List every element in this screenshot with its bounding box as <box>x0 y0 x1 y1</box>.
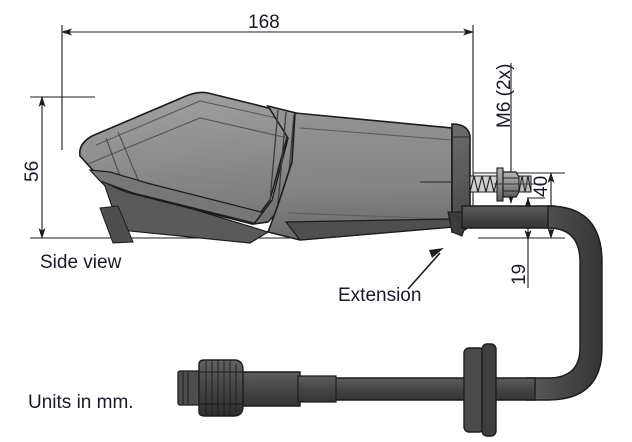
cable-assembly <box>177 205 603 437</box>
cable-jacket-taper <box>297 375 337 403</box>
units-note-label: Units in mm. <box>28 392 134 413</box>
side-view-label: Side view <box>40 252 122 273</box>
dim-label-m6: M6 (2x) <box>494 63 515 128</box>
housing-mount-tab <box>99 205 134 244</box>
extension-callout-label: Extension <box>338 285 422 306</box>
dim-label-56: 56 <box>22 160 43 182</box>
sensor-housing <box>78 91 471 244</box>
connector-pin-block <box>177 370 201 406</box>
body-seam-top <box>299 127 453 141</box>
grommet-body <box>463 347 485 433</box>
body-seam-bottom <box>287 212 453 220</box>
housing-joint-line-1 <box>269 109 279 202</box>
bolt-thread-marks <box>469 175 499 193</box>
dim-label-168: 168 <box>248 12 280 33</box>
dim-label-19: 19 <box>509 263 530 285</box>
housing-front-highlight <box>95 100 291 146</box>
housing-rib-1 <box>117 131 143 190</box>
housing-front-seam <box>87 117 289 165</box>
body-bottom-lip <box>284 218 453 241</box>
grommet-flange <box>481 343 497 437</box>
m12-connector <box>177 359 244 417</box>
dim-label-40: 40 <box>531 175 552 197</box>
cable-jacket-thick <box>239 371 301 407</box>
spring-washer-coils <box>518 175 532 193</box>
leader-line-extension <box>407 252 441 290</box>
cable-top-run <box>461 205 556 229</box>
cable-bulkhead-grommet <box>463 343 497 437</box>
mounting-bolt <box>469 167 543 202</box>
cable-u-bend <box>526 205 603 401</box>
cable-bottom-run <box>334 377 536 401</box>
callout-leader-extension <box>407 248 444 290</box>
leader-arrow-extension <box>429 248 444 258</box>
housing-joint-line-2 <box>277 111 287 205</box>
connector-coupling-nut <box>198 359 244 417</box>
